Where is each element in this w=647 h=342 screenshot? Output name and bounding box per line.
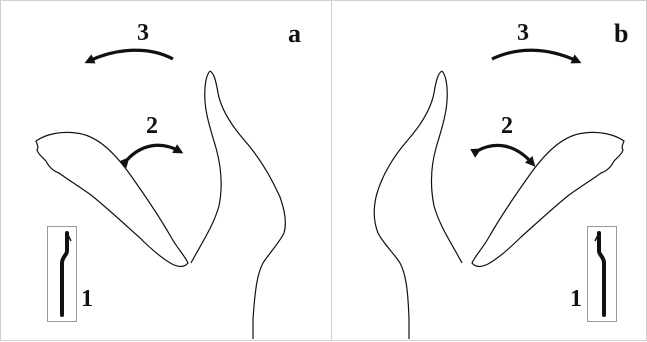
- label-1: 1: [570, 286, 582, 312]
- instrument-icon: [60, 231, 72, 317]
- instrument-inset: [47, 226, 77, 322]
- wing-lobe-outline: [471, 131, 625, 268]
- label-3: 3: [517, 20, 529, 46]
- instrument-icon: [594, 231, 606, 317]
- arrow-3-rotation: [84, 48, 174, 64]
- right-lobe-outline: [190, 70, 286, 339]
- instrument-inset: [587, 226, 617, 322]
- panel-label-a: a: [288, 19, 301, 48]
- arrow-2-rotation: [118, 143, 184, 169]
- arrow-2-rotation: [470, 143, 536, 167]
- label-3: 3: [137, 20, 149, 46]
- panel-a-drawing: [35, 48, 286, 339]
- tall-lobe-outline: [373, 70, 463, 339]
- panel-b: b 3 2 1: [331, 0, 647, 341]
- label-2: 2: [146, 113, 158, 139]
- panel-b-drawing: [373, 48, 625, 339]
- label-1: 1: [81, 286, 93, 312]
- arrow-3-rotation: [491, 48, 582, 64]
- panel-label-b: b: [614, 19, 629, 48]
- panel-a: a 3 2 1: [0, 0, 332, 341]
- label-2: 2: [501, 113, 513, 139]
